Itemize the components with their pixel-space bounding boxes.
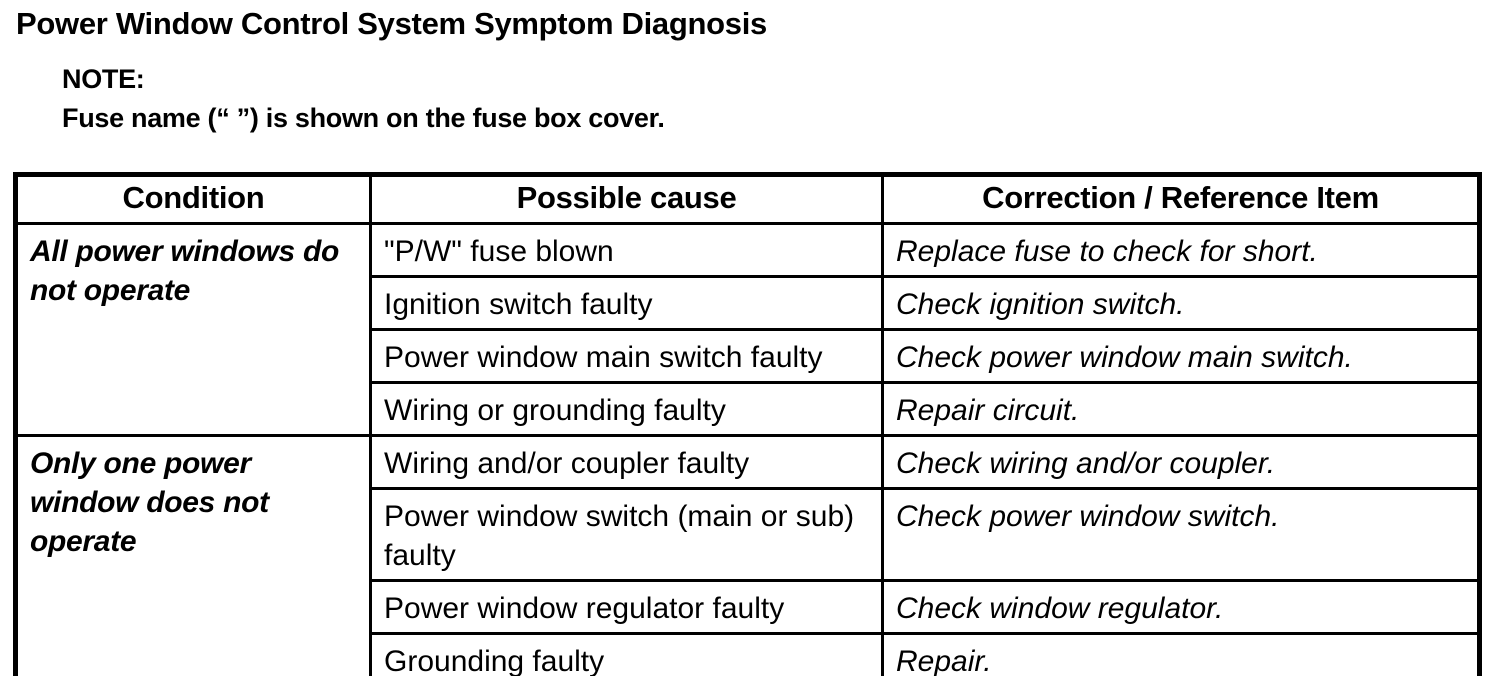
cause-cell: Power window switch (main or sub) faulty <box>369 487 884 582</box>
table-row: Only one power window does not operate W… <box>14 434 1481 676</box>
table-row: Power window regulator faulty Check wind… <box>16 579 1481 635</box>
condition-only-one-power-window: Only one power window does not operate <box>14 434 372 676</box>
correction-cell: Check wiring and/or coupler. <box>881 434 1481 490</box>
cause-cell: Grounding faulty <box>369 632 884 676</box>
note-label: NOTE: <box>62 64 145 94</box>
table-header-row: Condition Possible cause Correction / Re… <box>14 173 1481 225</box>
cause-cell: Wiring and/or coupler faulty <box>369 434 884 490</box>
correction-cell: Check ignition switch. <box>881 275 1481 331</box>
correction-cell: Check window regulator. <box>881 579 1481 635</box>
header-correction-reference: Correction / Reference Item <box>881 173 1481 225</box>
note-block: NOTE: Fuse name (“ ”) is shown on the fu… <box>62 60 665 138</box>
correction-cell: Replace fuse to check for short. <box>881 222 1481 278</box>
cause-cell: Power window main switch faulty <box>369 328 884 384</box>
header-possible-cause: Possible cause <box>369 173 884 225</box>
condition-all-power-windows: All power windows do not operate <box>14 222 372 437</box>
symptom-diagnosis-table: Condition Possible cause Correction / Re… <box>13 172 1482 676</box>
cause-cell: Ignition switch faulty <box>369 275 884 331</box>
page-title: Power Window Control System Symptom Diag… <box>16 6 767 41</box>
correction-cell: Repair. <box>881 632 1481 676</box>
table-row: All power windows do not operate "P/W" f… <box>14 222 1481 437</box>
note-text: Fuse name (“ ”) is shown on the fuse box… <box>62 103 665 134</box>
table-row: Wiring or grounding faulty Repair circui… <box>16 381 1481 437</box>
table-row: Ignition switch faulty Check ignition sw… <box>16 275 1481 331</box>
table-row: Power window main switch faulty Check po… <box>16 328 1481 384</box>
correction-cell: Repair circuit. <box>881 381 1481 437</box>
header-condition: Condition <box>14 173 372 225</box>
cause-cell: Wiring or grounding faulty <box>369 381 884 437</box>
correction-cell: Check power window switch. <box>881 487 1481 582</box>
cause-cell: Power window regulator faulty <box>369 579 884 635</box>
table-row: Grounding faulty Repair. <box>16 632 1481 676</box>
table-row: Power window switch (main or sub) faulty… <box>16 487 1481 582</box>
correction-cell: Check power window main switch. <box>881 328 1481 384</box>
cause-cell: "P/W" fuse blown <box>369 222 884 278</box>
